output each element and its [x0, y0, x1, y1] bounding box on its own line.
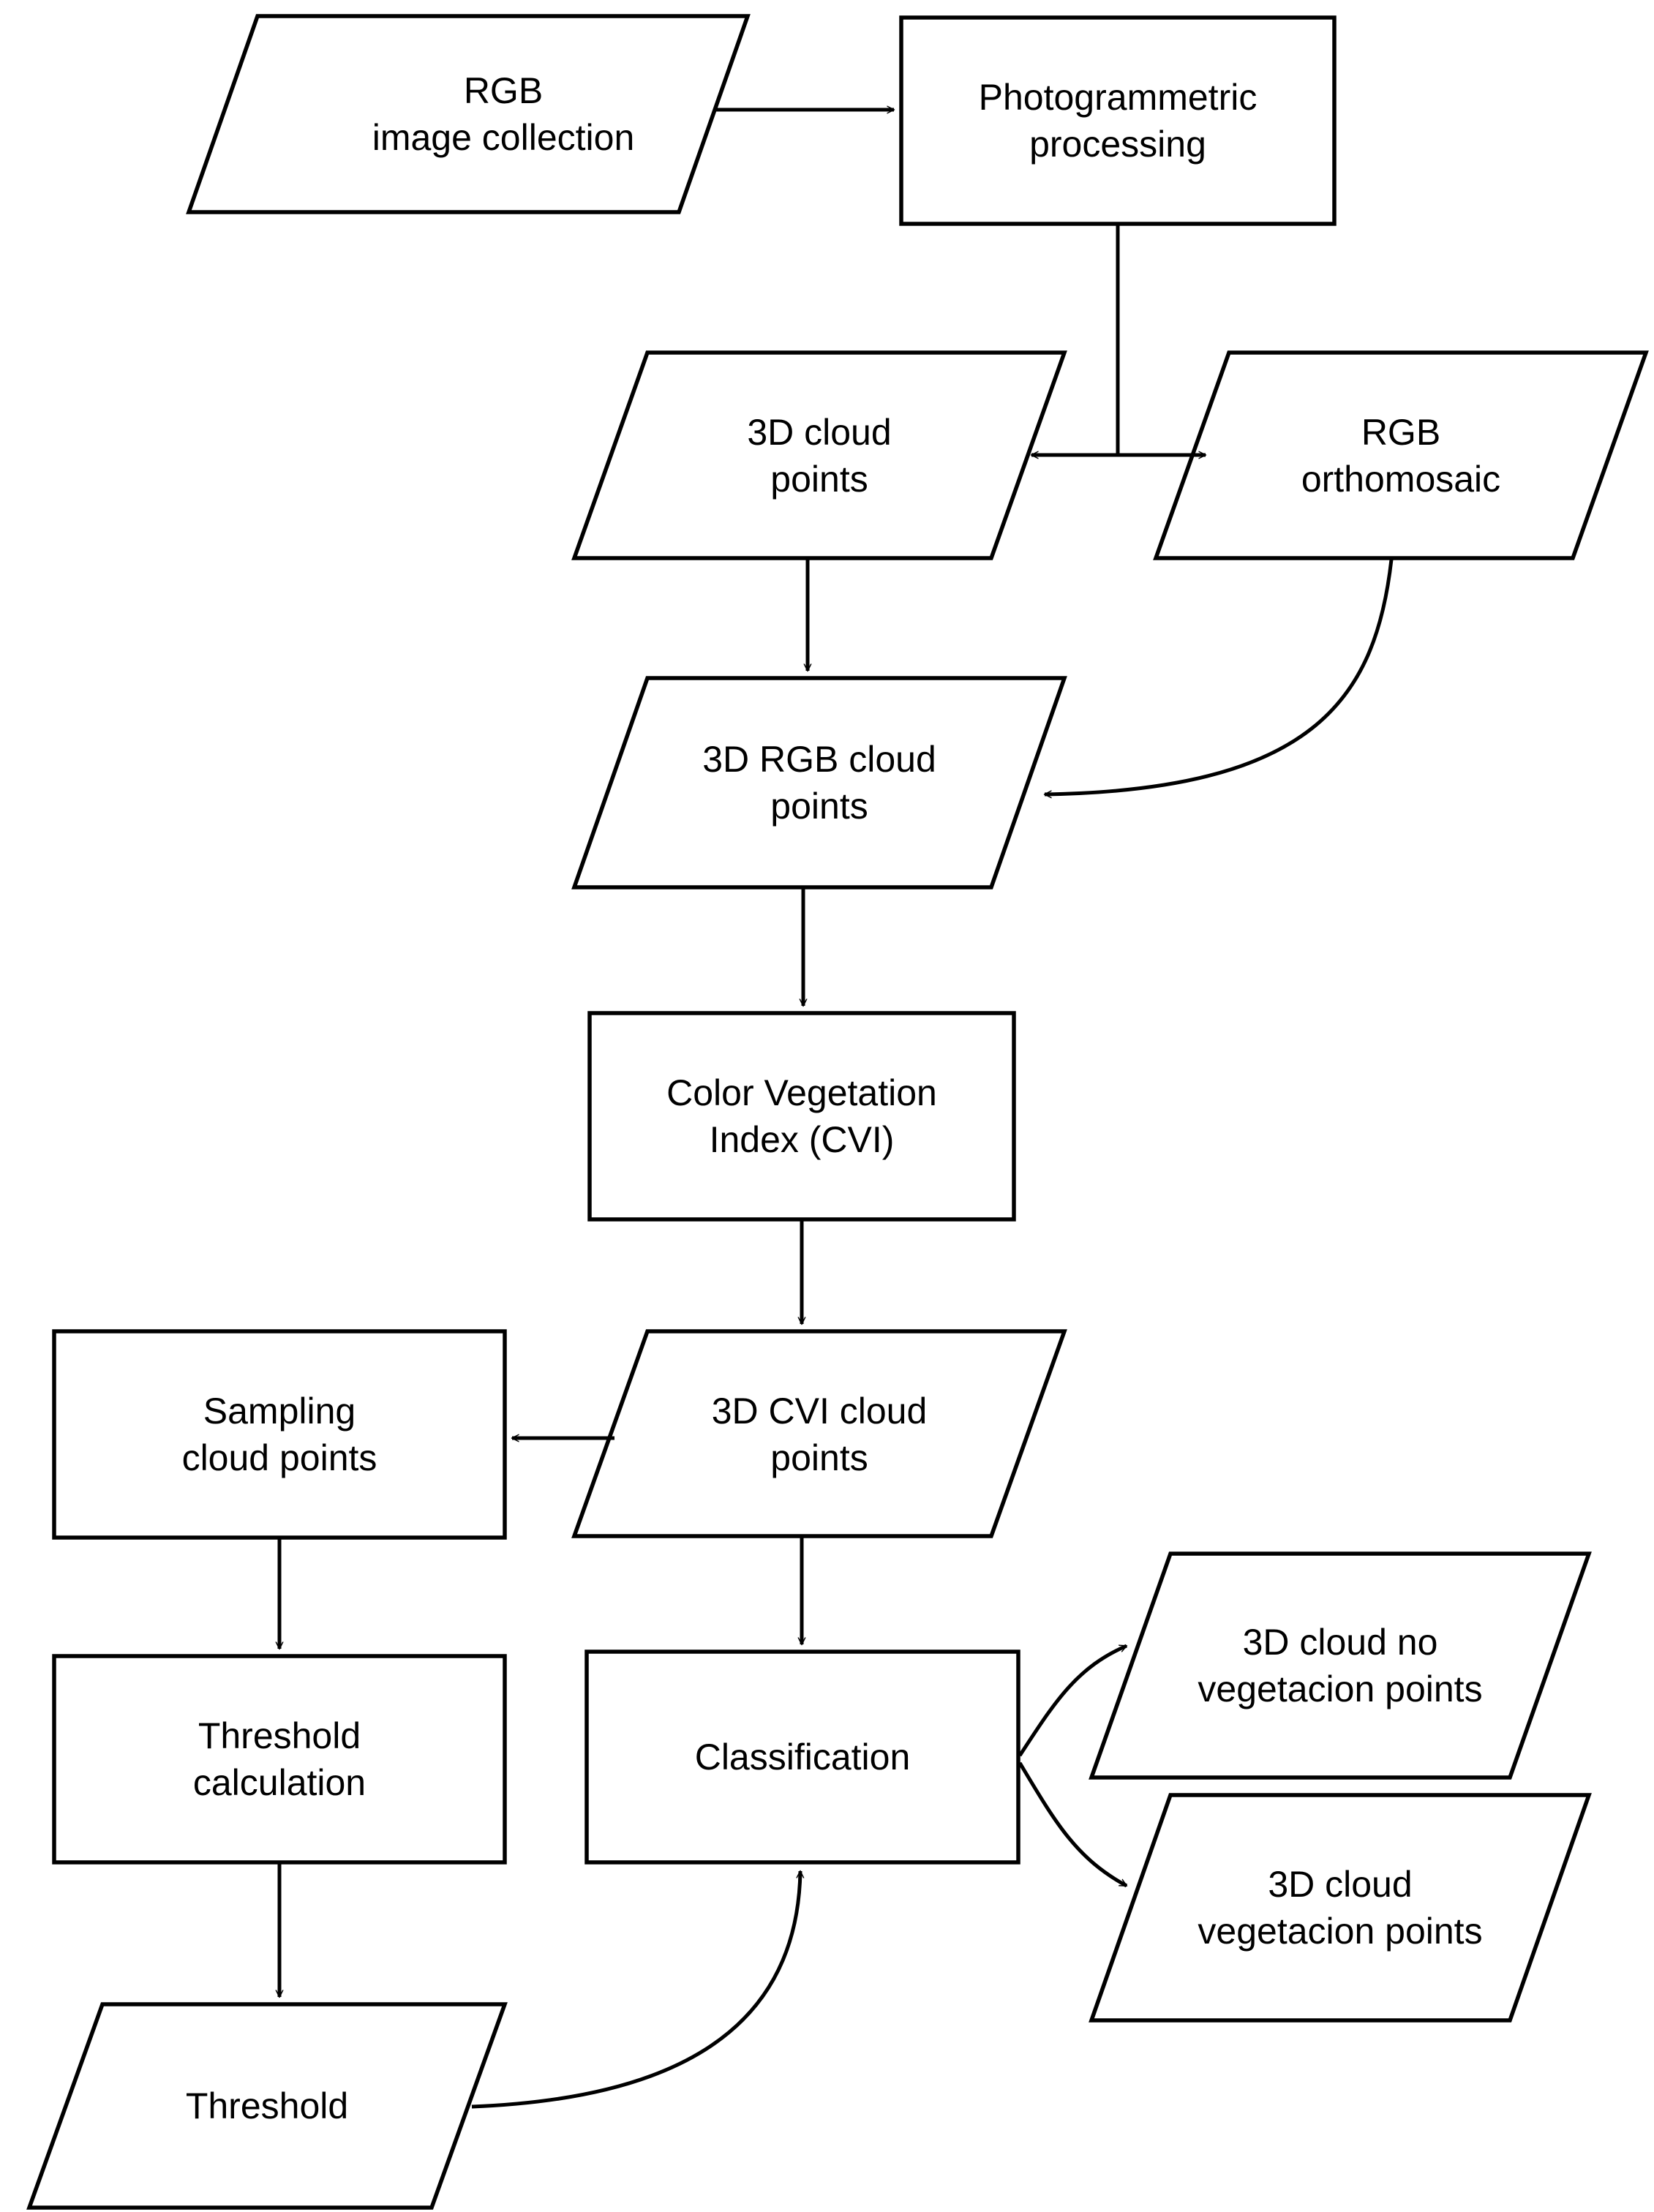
edge-classification-to-3d-cloud-no-vegetacion-points [1018, 1644, 1127, 1757]
node-shape-3d-cloud-points[interactable] [571, 350, 1067, 560]
node-shape-sampling-cloud-points[interactable] [52, 1329, 507, 1540]
node-shape-color-vegetation-index[interactable] [587, 1011, 1016, 1222]
edge-rgb-orthomosaic-to-3d-rgb-cloud-points [1045, 559, 1394, 794]
node-shape-classification[interactable] [584, 1649, 1020, 1865]
node-shape-rgb-image-collection[interactable] [186, 14, 751, 214]
edge-classification-to-3d-cloud-vegetacion-points [1018, 1761, 1128, 1888]
node-shape-threshold-calculation[interactable] [52, 1654, 507, 1865]
node-shape-photogrammetric-processing[interactable] [899, 15, 1337, 226]
node-shape-3d-rgb-cloud-points[interactable] [571, 676, 1067, 889]
edge-threshold-to-classification [471, 1871, 800, 2109]
node-shape-threshold[interactable] [26, 2002, 508, 2210]
node-shape-rgb-orthomosaic[interactable] [1153, 350, 1649, 560]
node-shape-3d-cvi-cloud-points[interactable] [571, 1329, 1067, 1538]
node-shape-3d-cloud-vegetacion-points[interactable] [1089, 1793, 1592, 2023]
node-shape-3d-cloud-no-vegetacion-points[interactable] [1089, 1551, 1592, 1780]
